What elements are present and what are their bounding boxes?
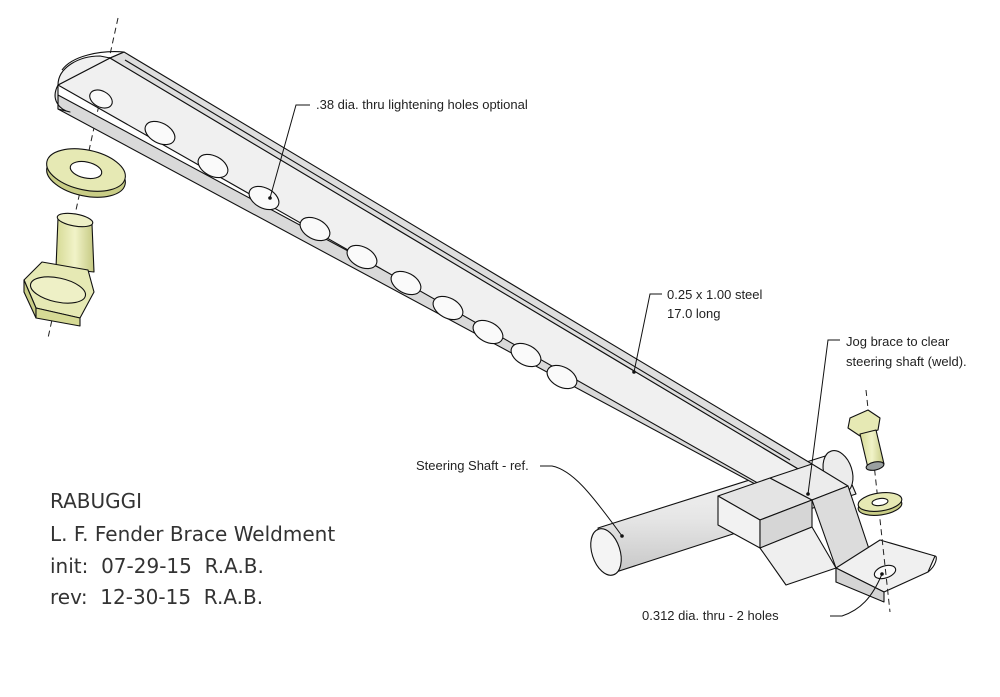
callout-steering-shaft: Steering Shaft - ref.: [416, 458, 529, 473]
title-block: RABUGGI L. F. Fender Brace Weldment init…: [50, 489, 335, 609]
callout-lightening-holes: .38 dia. thru lightening holes optional: [316, 97, 528, 112]
bolt-hole-right: [873, 564, 897, 580]
left-bolt: [23, 212, 95, 327]
callout-jog-line1: Jog brace to clear: [846, 334, 950, 349]
rev-date: rev: 12-30-15 R.A.B.: [50, 585, 263, 609]
jog-section: [717, 463, 937, 603]
lightening-hole: [197, 153, 229, 179]
lightening-hole: [390, 270, 422, 296]
init-date: init: 07-29-15 R.A.B.: [50, 554, 264, 578]
lightening-hole: [546, 364, 578, 390]
bolt-hole-left: [89, 89, 113, 109]
leader-steering-shaft: [540, 465, 623, 537]
leader-lines: [268, 104, 884, 617]
leader-lightening-holes: [269, 104, 310, 199]
company-name: RABUGGI: [50, 489, 142, 513]
callout-jog-line2: steering shaft (weld).: [846, 354, 967, 369]
leader-steel: [633, 293, 662, 373]
right-washer: [857, 492, 903, 516]
left-washer: [46, 148, 126, 198]
lightening-hole: [346, 244, 378, 270]
lightening-hole: [472, 319, 504, 345]
brace-bar: [54, 51, 813, 493]
callout-holes: 0.312 dia. thru - 2 holes: [642, 608, 779, 623]
right-bolt: [847, 409, 885, 471]
leader-holes: [830, 573, 883, 617]
lightening-hole: [144, 120, 176, 146]
leader-jog: [807, 339, 840, 495]
callout-steel-length: 17.0 long: [667, 306, 721, 321]
lightening-hole: [299, 216, 331, 242]
lightening-hole: [510, 342, 542, 368]
lightening-hole: [432, 295, 464, 321]
callout-steel-size: 0.25 x 1.00 steel: [667, 287, 763, 302]
part-name: L. F. Fender Brace Weldment: [50, 522, 335, 546]
